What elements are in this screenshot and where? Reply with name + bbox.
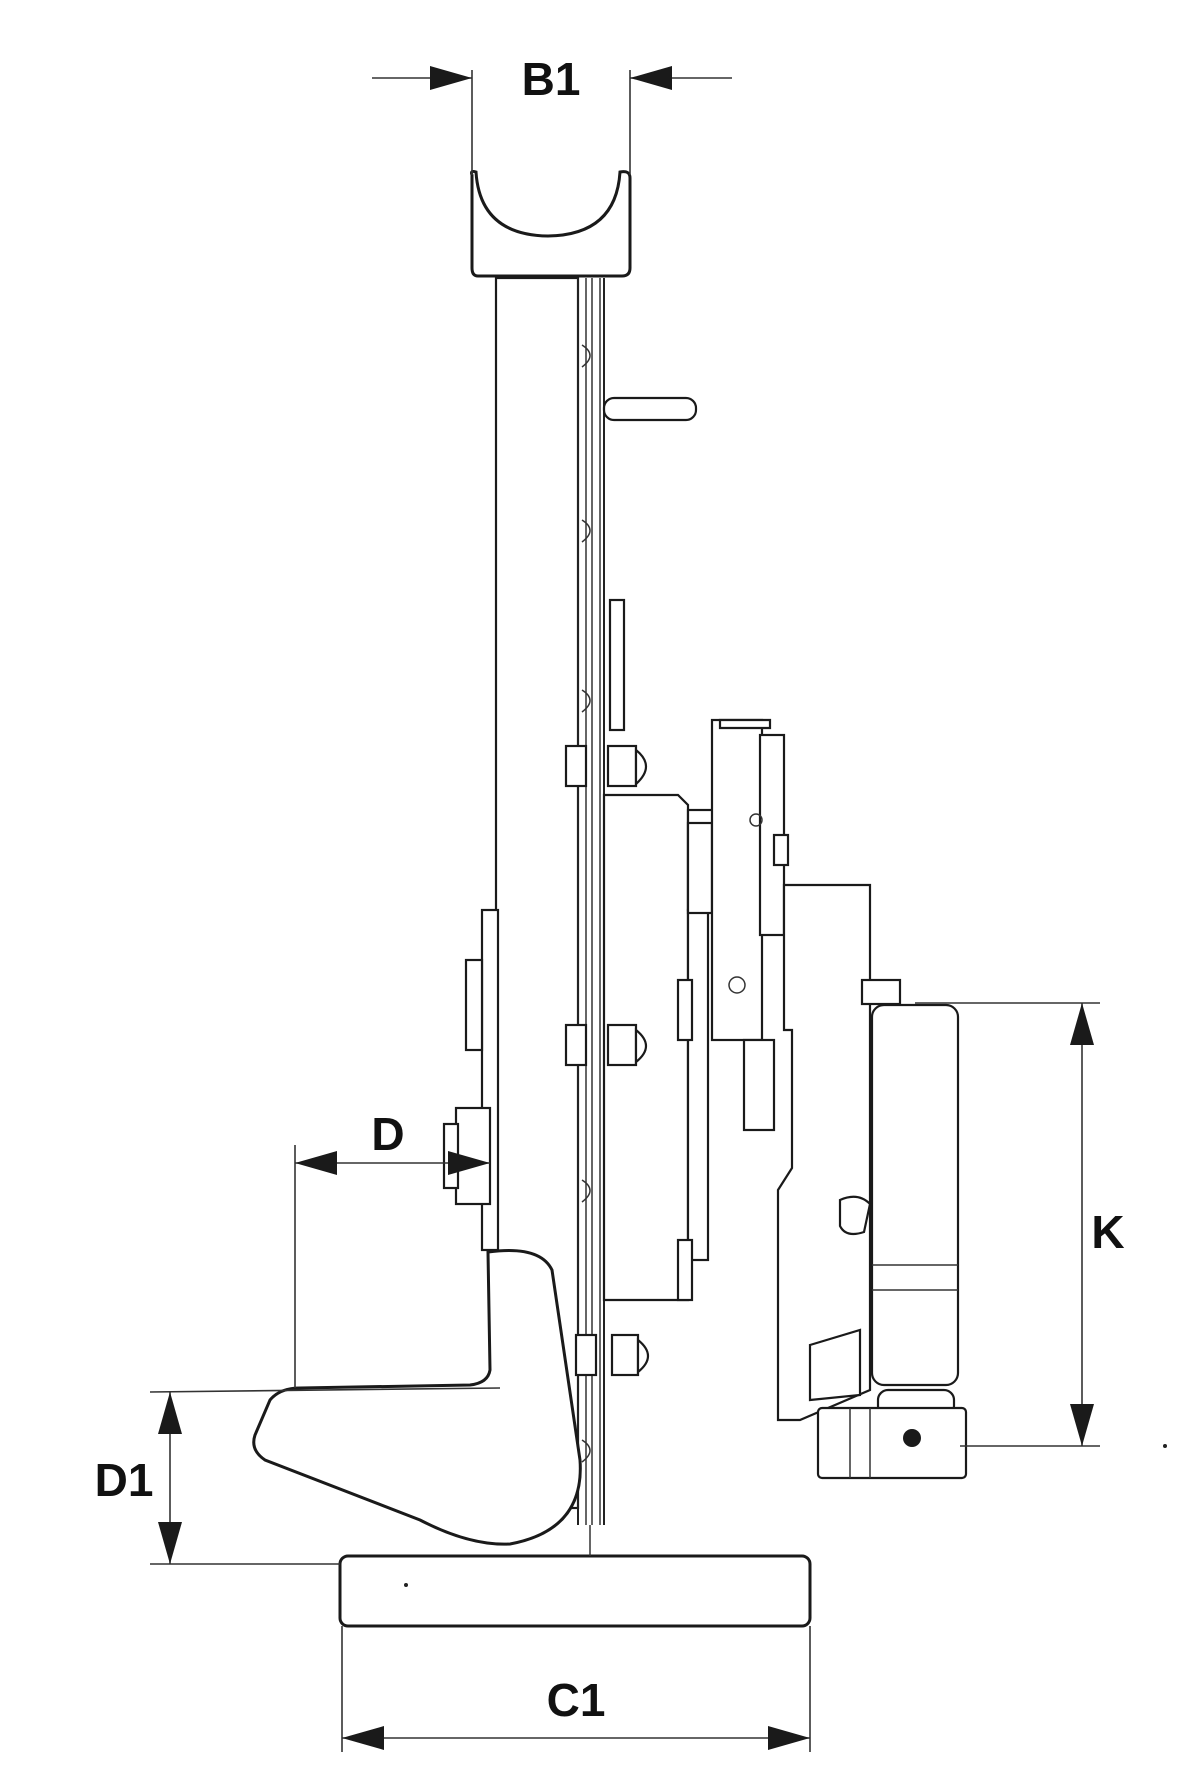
dimension-label-d1: D1 xyxy=(95,1454,154,1506)
dimension-b1: B1 xyxy=(372,53,732,175)
gear-assembly xyxy=(686,718,790,1132)
pump-cylinder xyxy=(870,1003,960,1418)
dimension-label-c1: C1 xyxy=(547,1674,606,1726)
top-saddle xyxy=(470,169,632,278)
dimension-label-k: K xyxy=(1091,1206,1124,1258)
dimension-label-d: D xyxy=(371,1108,404,1160)
dimension-k: K xyxy=(915,1002,1125,1447)
dimension-d: D xyxy=(294,1108,490,1388)
dimension-c1: C1 xyxy=(341,1626,811,1752)
gearbox-housing xyxy=(564,598,718,1377)
stray-dot xyxy=(1163,1444,1167,1448)
dimension-d1: D1 xyxy=(95,1387,501,1565)
pump-body xyxy=(776,883,902,1422)
base-plate xyxy=(338,1525,812,1628)
dimension-label-b1: B1 xyxy=(522,53,581,105)
toe-bracket xyxy=(252,908,582,1546)
release-valve xyxy=(816,1406,968,1480)
